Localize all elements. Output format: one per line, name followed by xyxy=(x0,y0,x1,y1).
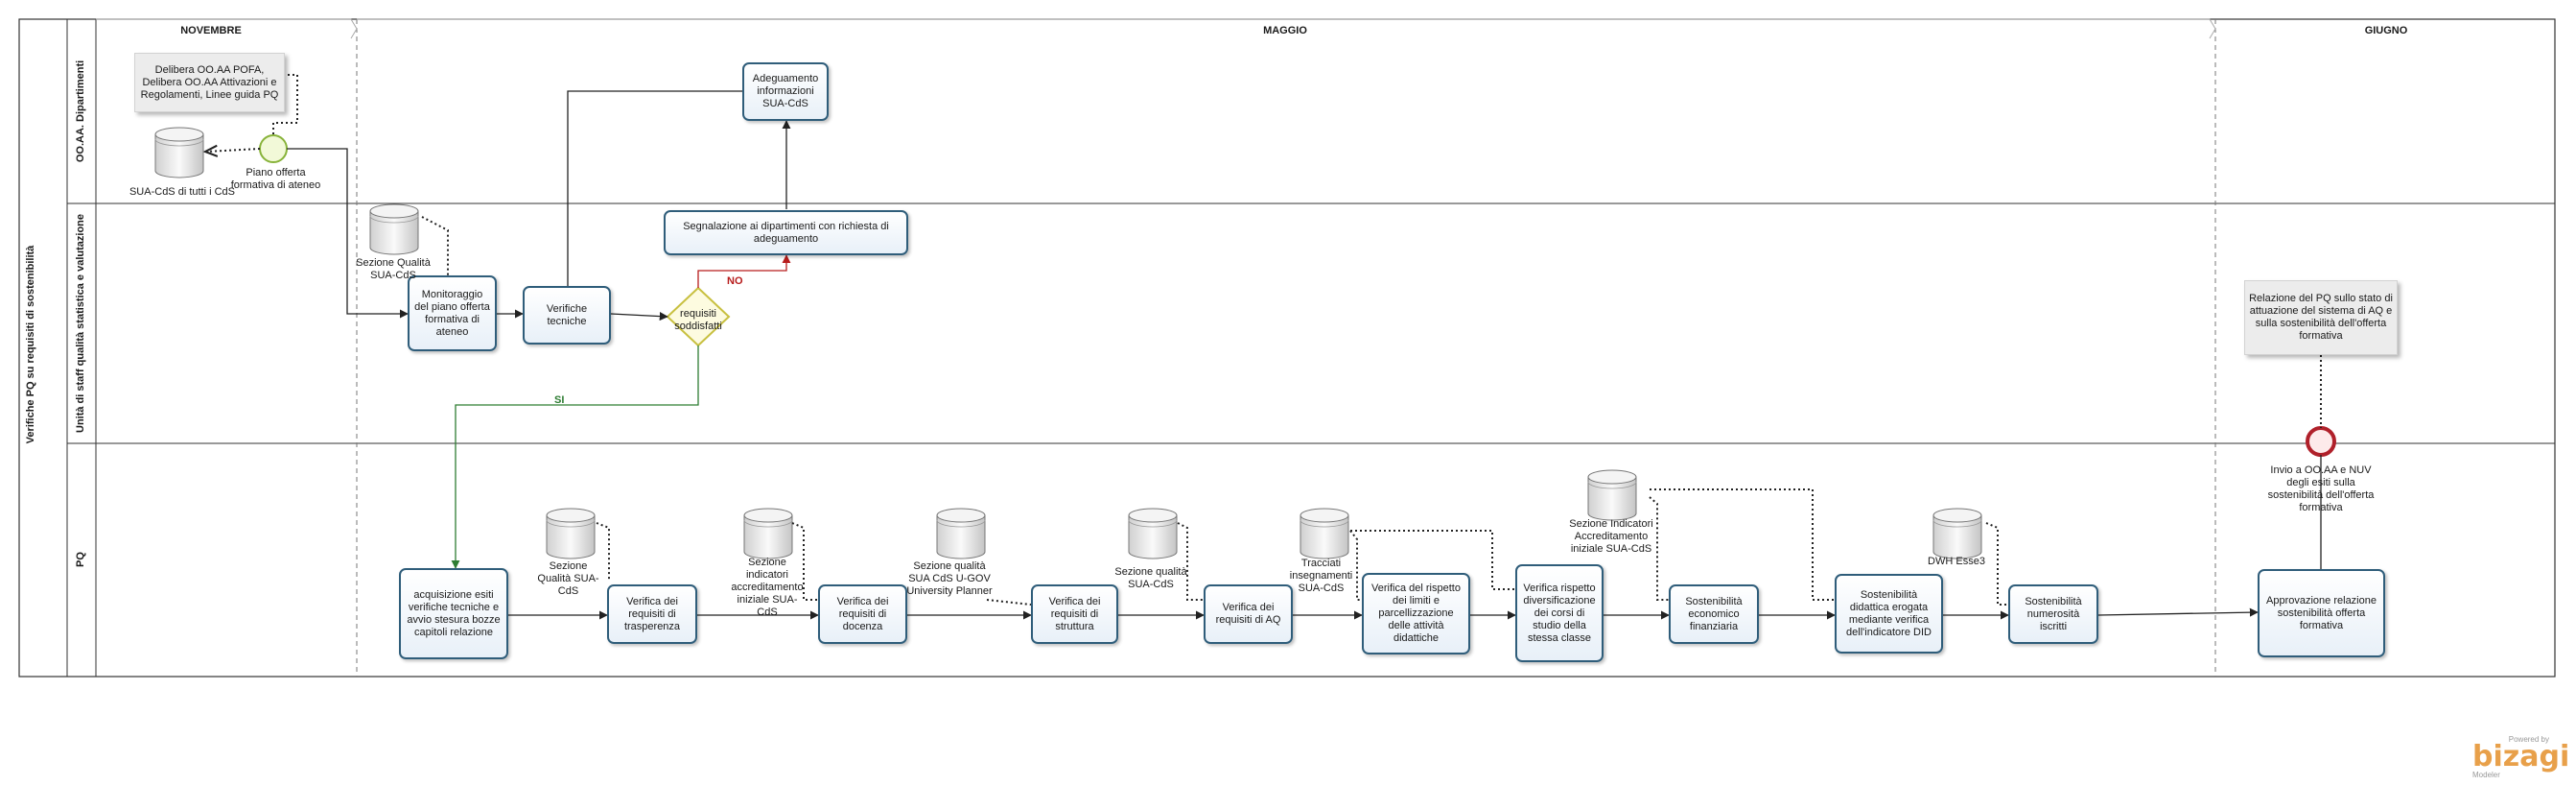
assoc-delibera-start xyxy=(272,74,298,135)
datastore-ugov-icon xyxy=(936,508,986,559)
assoc-ind1-docenza xyxy=(791,522,818,601)
assoc-dwh-numerosita xyxy=(1985,522,2008,606)
start-event xyxy=(259,134,288,163)
assoc-q2-aq xyxy=(1177,522,1204,601)
datastore-label-sq-pq: Sezione Qualità SUA-CdS xyxy=(537,560,599,597)
phase-maggio: MAGGIO xyxy=(1263,25,1307,36)
flow-start-monitoraggio xyxy=(287,148,409,319)
datastore-label-tracciati: Tracciati insegnamenti SUA-CdS xyxy=(1289,558,1353,594)
datastore-sq-staff-icon xyxy=(369,203,419,255)
datastore-sq-pq-icon xyxy=(546,508,596,559)
datastore-label-dwh: DWH Esse3 xyxy=(1928,556,1985,567)
datastore-label-sua-tutti: SUA-CdS di tutti i CdS xyxy=(129,186,236,198)
start-event-label: Piano offerta formativa di ateneo xyxy=(230,167,321,191)
datastore-dwh-icon xyxy=(1932,508,1982,559)
flow-adeguamento-verifiche xyxy=(563,90,742,297)
datastore-sua-tutti-icon xyxy=(154,127,204,178)
datastore-label-ind2: Sezione Indicatori Accreditamento inizia… xyxy=(1569,518,1653,555)
task-verifiche-tecniche[interactable]: Verifiche tecniche xyxy=(523,286,611,345)
end-event-label: Invio a OO.AA e NUV degli esiti sulla so… xyxy=(2267,464,2375,513)
phase-novembre: NOVEMBRE xyxy=(180,25,242,36)
task-limiti[interactable]: Verifica del rispetto dei limiti e parce… xyxy=(1362,573,1470,654)
note-relazione: Relazione del PQ sullo stato di attuazio… xyxy=(2244,280,2398,355)
task-trasparenza[interactable]: Verifica dei requisiti di trasperenza xyxy=(607,584,697,644)
task-adeguamento[interactable]: Adeguamento informazioni SUA-CdS xyxy=(742,62,829,121)
assoc-sqpq-trasparenza xyxy=(596,522,610,582)
task-monitoraggio[interactable]: Monitoraggio del piano offerta formativa… xyxy=(408,275,497,351)
lane-label-pq: PQ xyxy=(75,552,86,567)
flow-verifiche-gateway xyxy=(610,312,668,321)
task-approvazione[interactable]: Approvazione relazione sostenibilità off… xyxy=(2258,569,2385,657)
end-event xyxy=(2306,426,2336,457)
task-economico[interactable]: Sostenibilità economico finanziaria xyxy=(1669,584,1759,644)
assoc-ind2-didattica xyxy=(1650,488,1835,601)
assoc-tracciati-limiti xyxy=(1349,530,1362,601)
task-didattica[interactable]: Sostenibilità didattica erogata mediante… xyxy=(1835,574,1943,654)
pool-frame xyxy=(18,18,2556,678)
gateway-label: requisiti soddisfatti xyxy=(674,308,722,332)
datastore-q2-icon xyxy=(1128,508,1178,559)
bizagi-logo: Powered by bizagi Modeler xyxy=(2472,735,2570,779)
pool-title: Verifiche PQ su requisiti di sostenibili… xyxy=(25,245,36,444)
logo-sub: Modeler xyxy=(2472,771,2500,779)
flow-si-acquisizione xyxy=(451,345,699,569)
flow-no-segnalazione xyxy=(697,254,791,288)
task-aq[interactable]: Verifica dei requisiti di AQ xyxy=(1204,584,1293,644)
lane-label-staff: Unità di staff qualità statistica e valu… xyxy=(75,214,86,433)
phase-giugno: GIUGNO xyxy=(2364,25,2408,36)
task-numerosita[interactable]: Sostenibilità numerosità iscritti xyxy=(2008,584,2098,644)
flow-numerosita-approvazione xyxy=(2097,607,2259,617)
datastore-label-ugov: Sezione qualità SUA CdS U-GOV University… xyxy=(906,560,993,597)
assoc-tracciati-diversificazione xyxy=(1350,530,1515,590)
logo-powered: Powered by xyxy=(2508,735,2549,744)
task-diversificazione[interactable]: Verifica rispetto diversificazione dei c… xyxy=(1515,564,1604,662)
datastore-ind1-icon xyxy=(743,508,793,559)
task-docenza[interactable]: Verifica dei requisiti di docenza xyxy=(818,584,907,644)
logo-name: bizagi xyxy=(2472,740,2570,773)
assoc-sqstaff-monitoraggio xyxy=(421,216,449,278)
task-struttura[interactable]: Verifica dei requisiti di struttura xyxy=(1031,584,1118,644)
task-acquisizione[interactable]: acquisizione esiti verifiche tecniche e … xyxy=(399,568,508,659)
datastore-label-ind1: Sezione indicatori accreditamento inizia… xyxy=(731,557,804,618)
datastore-label-sq-staff: Sezione Qualità SUA-CdS xyxy=(356,257,431,281)
assoc-start-sua xyxy=(205,149,261,152)
datastore-tracciati-icon xyxy=(1300,508,1349,559)
note-delibera: Delibera OO.AA POFA, Delibera OO.AA Atti… xyxy=(134,53,285,112)
assoc-ind2-economico xyxy=(1649,496,1669,601)
task-segnalazione[interactable]: Segnalazione ai dipartimenti con richies… xyxy=(664,210,908,255)
datastore-ind2-icon xyxy=(1587,469,1637,521)
gateway-no-label: NO xyxy=(727,275,743,287)
assoc-ugov-struttura xyxy=(986,599,1032,606)
gateway-yes-label: SI xyxy=(554,394,565,406)
datastore-label-q2: Sezione qualità SUA-CdS xyxy=(1114,566,1187,590)
